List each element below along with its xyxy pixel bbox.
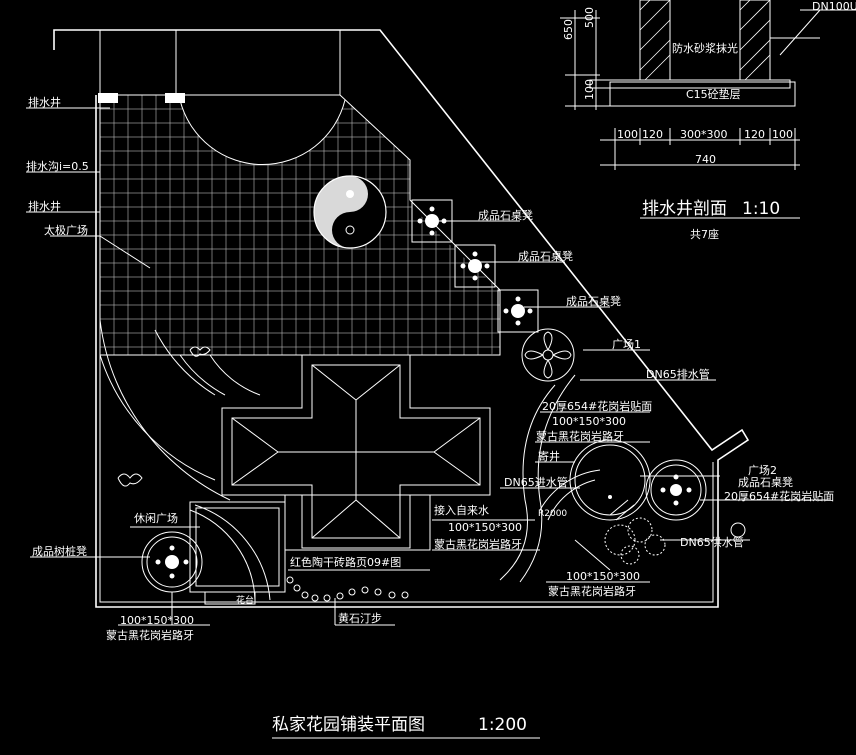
rockery-dots	[604, 517, 666, 565]
section-total: 740	[695, 153, 716, 166]
tree-stool-icon	[141, 531, 203, 593]
section-dim-100: 100	[583, 79, 596, 100]
label-curb-2-size: 100*150*300	[448, 521, 522, 534]
taiji-plaza-grid	[99, 94, 501, 356]
label-stone-table-1: 成品石桌凳	[478, 208, 533, 222]
plaza2-circles	[539, 439, 746, 571]
label-curb-3-mat: 蒙古黑花岗岩路牙	[548, 584, 636, 598]
section-count: 共7座	[690, 227, 719, 241]
drawing-title: 私家花园铺装平面图 1:200	[272, 715, 540, 739]
label-tree-stool: 成品树桩凳	[32, 544, 87, 558]
label-taiji: 太极广场	[44, 223, 88, 237]
label-stone-table-4: 成品石桌凳	[738, 475, 793, 489]
section-bottom-dim-4: 100	[772, 128, 793, 141]
drain-well-section: DN100UI 防水砂浆抹光 C15砼垫层 650 500 100 100 12…	[560, 0, 856, 241]
label-stone-table-3: 成品石桌凳	[566, 294, 621, 308]
building-roof	[221, 354, 491, 551]
label-curb-4-mat: 蒙古黑花岗岩路牙	[106, 628, 194, 642]
label-granite-2: 20厚654#花岗岩贴面	[724, 489, 834, 503]
section-bottom-dim-2: 300*300	[680, 128, 728, 141]
leader-lines	[26, 107, 830, 626]
drain-well-markers	[98, 93, 185, 103]
section-dim-500: 500	[583, 7, 596, 28]
label-curb-2-mat: 蒙古黑花岗岩路牙	[434, 537, 522, 551]
stone-table-icon-2	[460, 251, 490, 281]
flower-bed-icon	[521, 328, 575, 382]
label-curb-1-size: 100*150*300	[552, 415, 626, 428]
label-drain-well-2: 排水井	[28, 199, 61, 213]
section-pipe: DN100UI	[812, 0, 856, 13]
label-dn65-in: DN65进水管	[504, 475, 568, 489]
section-bottom-dim-1: 120	[642, 128, 663, 141]
section-layer2: C15砼垫层	[686, 87, 741, 101]
section-dim-650: 650	[562, 19, 575, 40]
title-scale: 1:200	[478, 715, 527, 735]
label-drain-well-1: 排水井	[28, 95, 61, 109]
label-dn65-drain: DN65排水管	[646, 367, 710, 381]
label-granite-1: 20厚654#花岗岩贴面	[542, 399, 652, 413]
label-drain-ditch: 排水沟i=0.5	[26, 159, 89, 173]
section-title: 排水井剖面	[642, 199, 727, 219]
label-tap-water: 接入自来水	[434, 504, 489, 517]
label-r2000: R2000	[538, 509, 567, 519]
label-curb-4-size: 100*150*300	[120, 614, 194, 627]
label-red-brick: 红色陶干砖路页09#图	[290, 555, 401, 569]
label-curb-1-mat: 蒙古黑花岗岩路牙	[536, 429, 624, 443]
section-scale: 1:10	[742, 199, 780, 219]
stone-table-icon-1	[417, 206, 447, 236]
small-box-label: 花台	[236, 594, 254, 606]
section-bottom-dim-3: 120	[744, 128, 765, 141]
label-leisure: 休闲广场	[134, 511, 178, 525]
stepping-stones	[286, 576, 409, 602]
label-stone-table-2: 成品石桌凳	[518, 249, 573, 263]
stone-tables	[411, 199, 539, 333]
label-dn65-supply: DN65供水管	[680, 535, 744, 549]
curved-paths	[99, 319, 576, 601]
label-plaza2: 广场2	[748, 463, 777, 477]
label-plaza1: 广场1	[612, 337, 641, 351]
stone-table-icon-3	[503, 296, 533, 326]
label-water-well: 寄井	[538, 449, 560, 463]
label-curb-3-size: 100*150*300	[566, 570, 640, 583]
title-text: 私家花园铺装平面图	[272, 715, 425, 735]
section-bottom-dim-0: 100	[617, 128, 638, 141]
section-layer1: 防水砂浆抹光	[672, 41, 738, 55]
shrub-icons	[117, 346, 211, 487]
label-stepping: 黄石汀步	[338, 611, 382, 625]
leisure-plaza: 花台	[189, 501, 286, 606]
plan-labels: 排水井 排水沟i=0.5 排水井 太极广场 成品石桌凳 成品石桌凳 成品石桌凳 …	[26, 95, 834, 642]
